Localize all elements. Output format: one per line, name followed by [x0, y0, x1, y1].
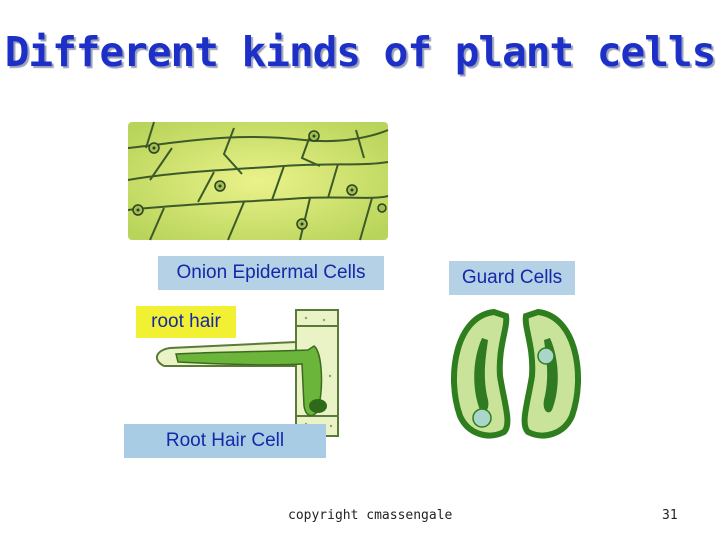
root-hair-cell-image — [155, 309, 339, 437]
onion-epidermal-cells-image — [127, 121, 389, 241]
root-hair-label: root hair — [136, 306, 236, 338]
guard-cells-image — [451, 308, 581, 439]
copyright-text: copyright cmassengale — [288, 508, 453, 523]
guard-cells-label: Guard Cells — [449, 261, 575, 295]
page-number: 31 — [662, 508, 678, 523]
onion-epidermal-cells-label: Onion Epidermal Cells — [158, 256, 384, 290]
slide-title: Different kinds of plant cells — [4, 28, 717, 76]
root-hair-cell-label: Root Hair Cell — [124, 424, 326, 458]
